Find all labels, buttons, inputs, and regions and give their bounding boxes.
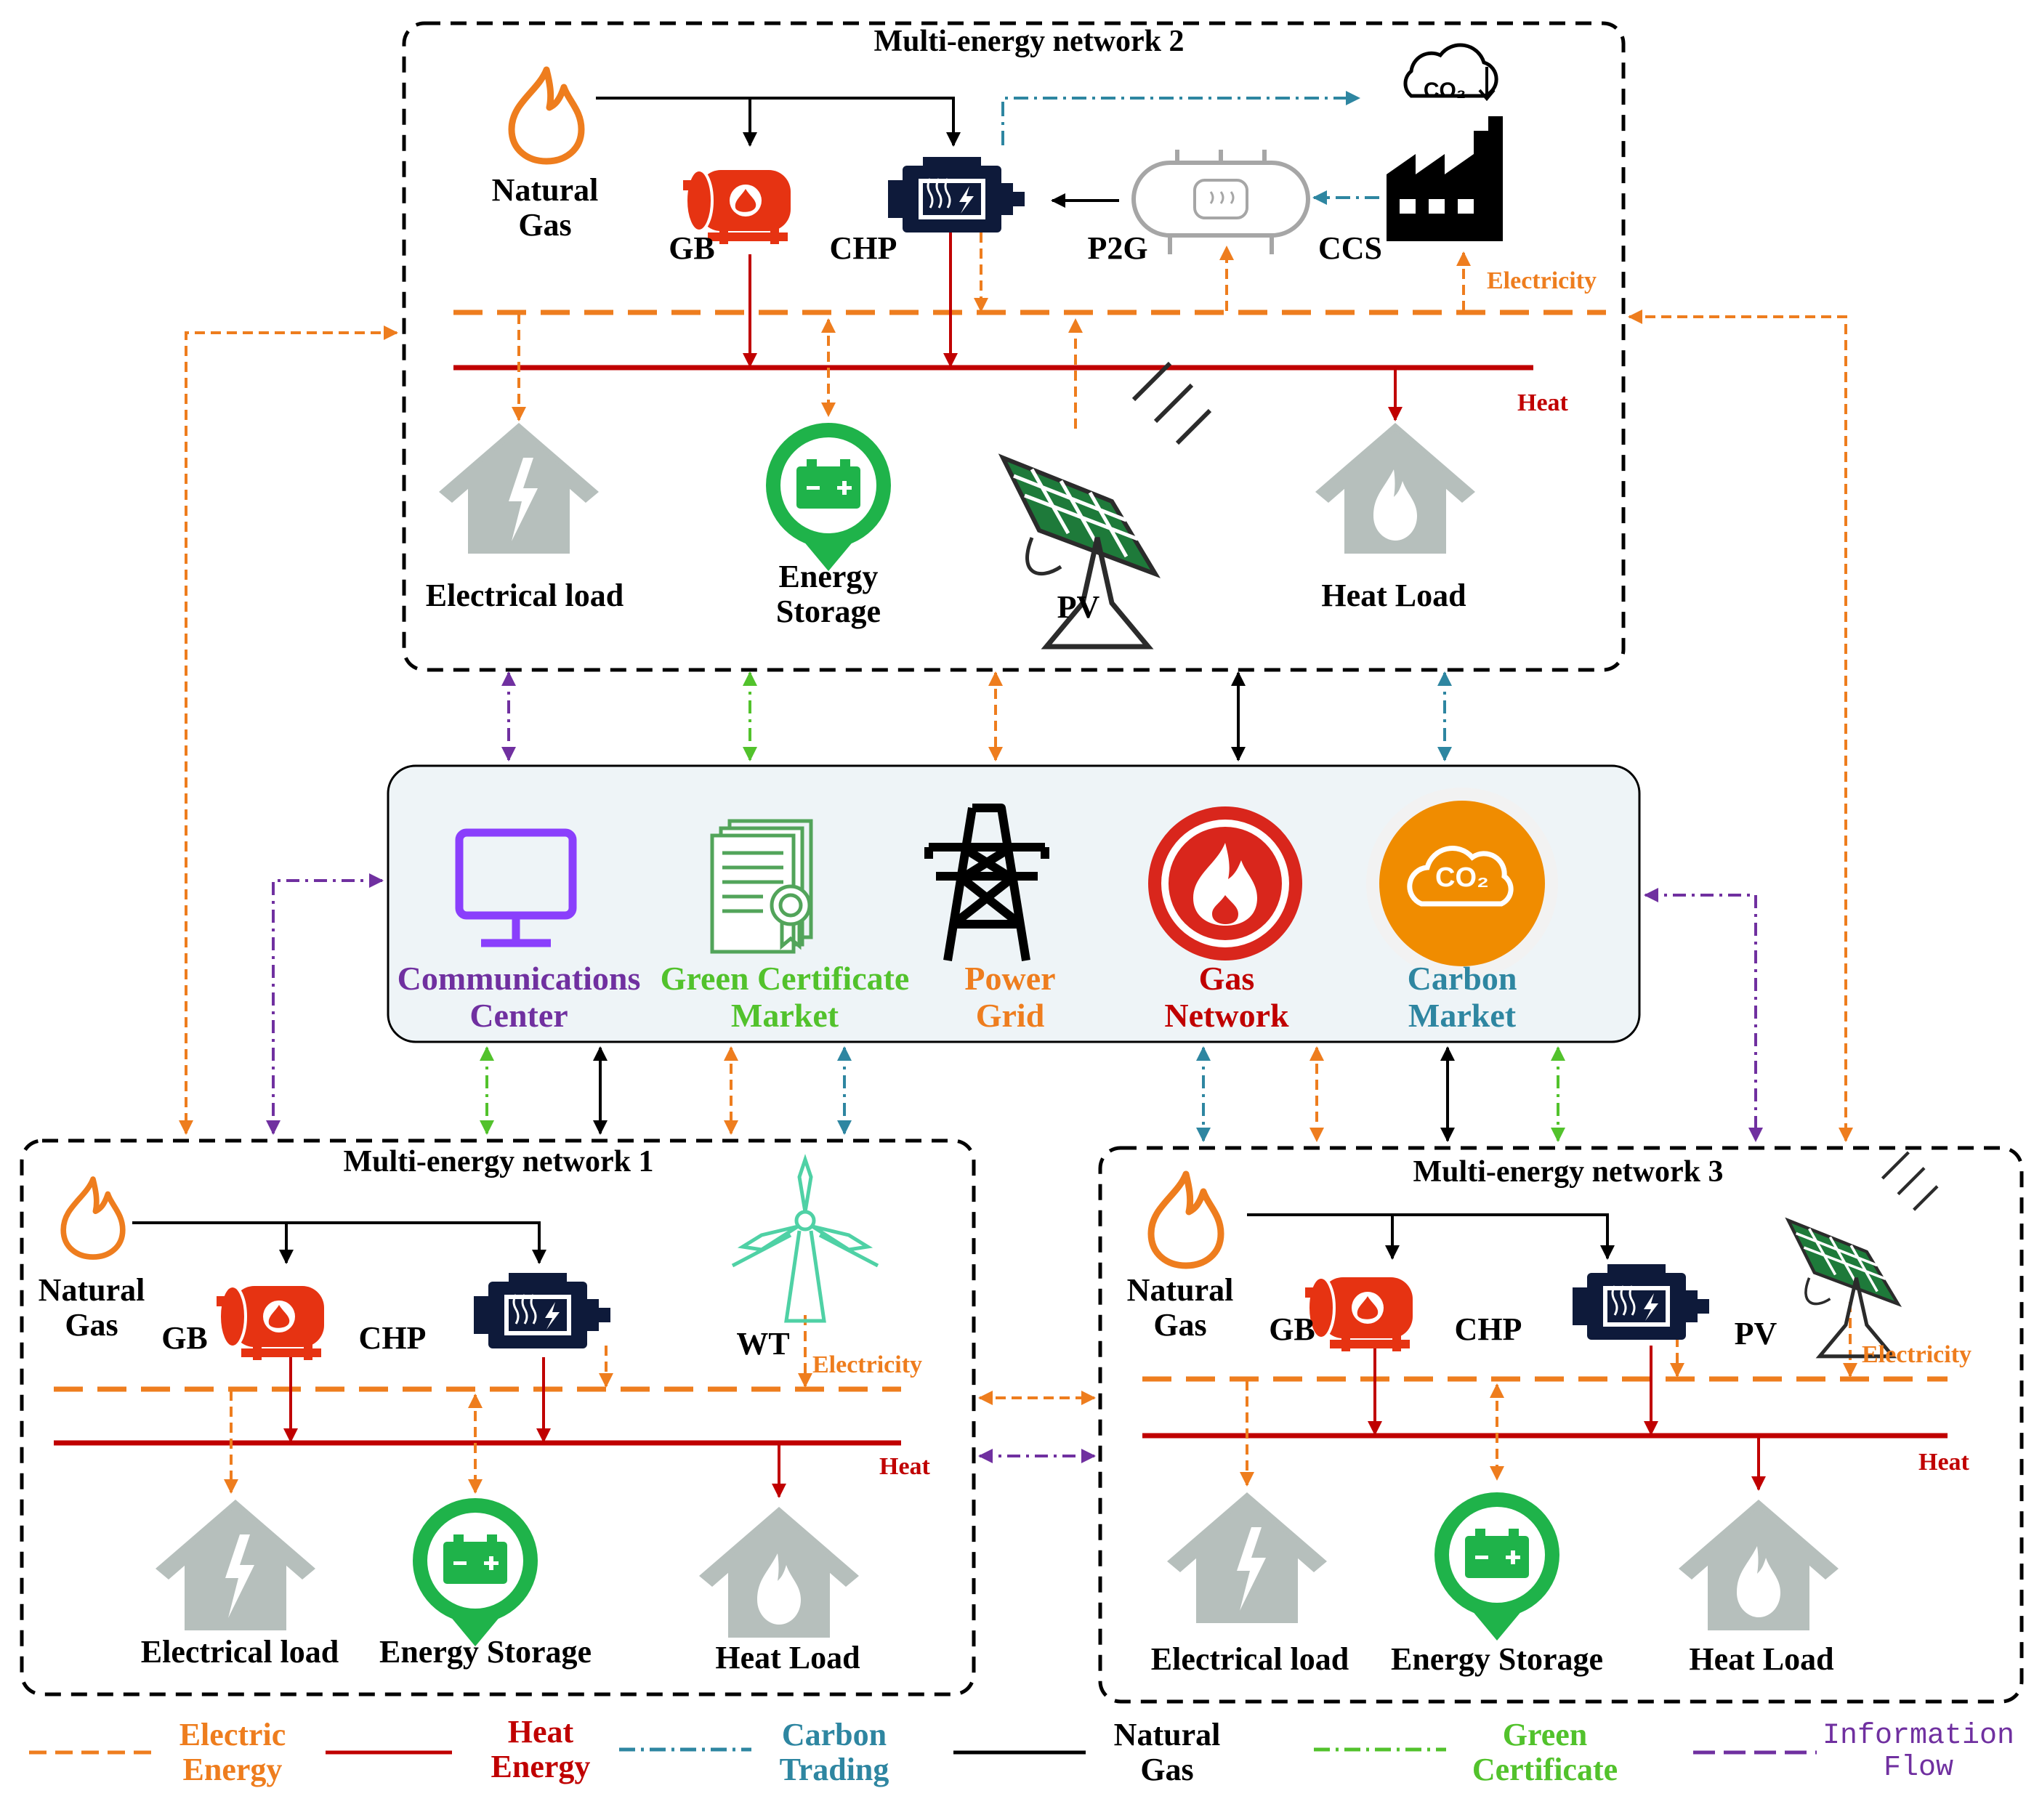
n3-natural-gas-label: Natural Gas <box>1126 1272 1234 1343</box>
legend-electric-energy: Electric Energy <box>179 1717 286 1788</box>
n2-co2-label: CO₂ <box>1423 78 1466 102</box>
network-2-box <box>402 21 1626 672</box>
n3-pv-icon <box>1788 1152 1937 1356</box>
n3-energy-storage-label: Energy Storage <box>1390 1641 1604 1677</box>
n2-heat-label: Heat <box>1517 389 1568 416</box>
n1-gb-label: GB <box>161 1320 208 1356</box>
n2-energy-storage-label: Energy Storage <box>775 559 881 630</box>
power-grid-label: Power Grid <box>964 960 1056 1034</box>
carbon-market-co2-label: CO₂ <box>1435 862 1489 893</box>
legend-natural-gas: Natural Gas <box>1113 1717 1221 1788</box>
network-1-box <box>20 1138 976 1696</box>
carbon-market-icon <box>1366 788 1558 979</box>
n1-content <box>54 1154 901 1646</box>
n2-electrical-load-label: Electrical load <box>425 578 624 613</box>
n1-wt-icon <box>731 1154 879 1323</box>
legend-information-flow: Information Flow <box>1822 1720 2015 1784</box>
gas-network-icon <box>1148 806 1302 960</box>
n2-ccs-label: CCS <box>1317 230 1383 266</box>
n2-natural-gas-icon <box>512 70 581 161</box>
n2-p2g-label: P2G <box>1087 230 1148 266</box>
green-certificate-icon <box>710 819 813 954</box>
n2-chp-label: CHP <box>829 230 897 266</box>
n2-ccs-icon <box>1387 43 1503 241</box>
n1-electrical-load-label: Electrical load <box>140 1634 339 1670</box>
n3-gb-label: GB <box>1269 1311 1315 1347</box>
legend-heat-energy: Heat Energy <box>491 1714 591 1785</box>
communications-center-label: Communications Center <box>397 960 641 1034</box>
green-certificate-market-label: Green Certificate Market <box>660 960 910 1034</box>
n3-heat-load-label: Heat Load <box>1689 1641 1834 1677</box>
legend-carbon-trading: Carbon Trading <box>779 1717 889 1788</box>
n3-title: Multi-energy network 3 <box>1413 1155 1724 1189</box>
communications-center-icon <box>455 828 577 947</box>
network-3-box <box>1098 1146 2024 1704</box>
n2-heat-load-label: Heat Load <box>1321 578 1466 613</box>
n1-electricity-label: Electricity <box>812 1351 923 1378</box>
n1-title: Multi-energy network 1 <box>343 1145 654 1178</box>
n3-energy-storage-icon <box>1434 1492 1559 1641</box>
n3-pv-label: PV <box>1734 1316 1777 1351</box>
n1-natural-gas-icon <box>63 1179 123 1257</box>
n3-natural-gas-icon <box>1151 1174 1221 1266</box>
n1-chp-label: CHP <box>358 1320 427 1356</box>
n3-gb-icon <box>1304 1276 1414 1353</box>
gas-network-label: Gas Network <box>1164 960 1289 1034</box>
n2-content <box>439 43 1606 647</box>
n2-electricity-label: Electricity <box>1487 267 1597 294</box>
n3-electrical-load-label: Electrical load <box>1150 1641 1349 1677</box>
n3-chp-label: CHP <box>1454 1311 1522 1347</box>
n3-chp-icon <box>1571 1263 1711 1341</box>
n2-chp-icon <box>887 155 1026 234</box>
legend-green-certificate: Green Certificate <box>1472 1717 1618 1788</box>
n1-gb-icon <box>215 1285 326 1362</box>
n1-wt-label: WT <box>736 1326 790 1362</box>
power-grid-icon <box>924 804 1049 961</box>
n3-electricity-label: Electricity <box>1862 1341 1972 1368</box>
n1-heat-label: Heat <box>879 1453 930 1480</box>
legend-lines <box>29 1747 1817 1755</box>
n2-pv-label: PV <box>1057 589 1100 625</box>
n2-gb-label: GB <box>669 230 715 266</box>
n1-chp-icon <box>472 1271 612 1350</box>
n2-title: Multi-energy network 2 <box>873 25 1185 58</box>
hub-icons <box>455 788 1558 979</box>
n3-heat-label: Heat <box>1918 1449 1969 1476</box>
n2-energy-storage-icon <box>766 423 891 571</box>
n3-content <box>1142 1152 1948 1641</box>
n1-natural-gas-label: Natural Gas <box>38 1272 145 1343</box>
carbon-market-label: Carbon Market <box>1407 960 1517 1034</box>
n1-energy-storage-label: Energy Storage <box>379 1634 592 1670</box>
n2-natural-gas-label: Natural Gas <box>491 172 599 243</box>
n1-energy-storage-icon <box>413 1498 538 1646</box>
connections <box>179 310 1853 1463</box>
n2-pv-icon <box>1003 363 1210 647</box>
n1-heat-load-label: Heat Load <box>715 1640 860 1675</box>
n2-p2g-icon <box>1131 150 1310 254</box>
